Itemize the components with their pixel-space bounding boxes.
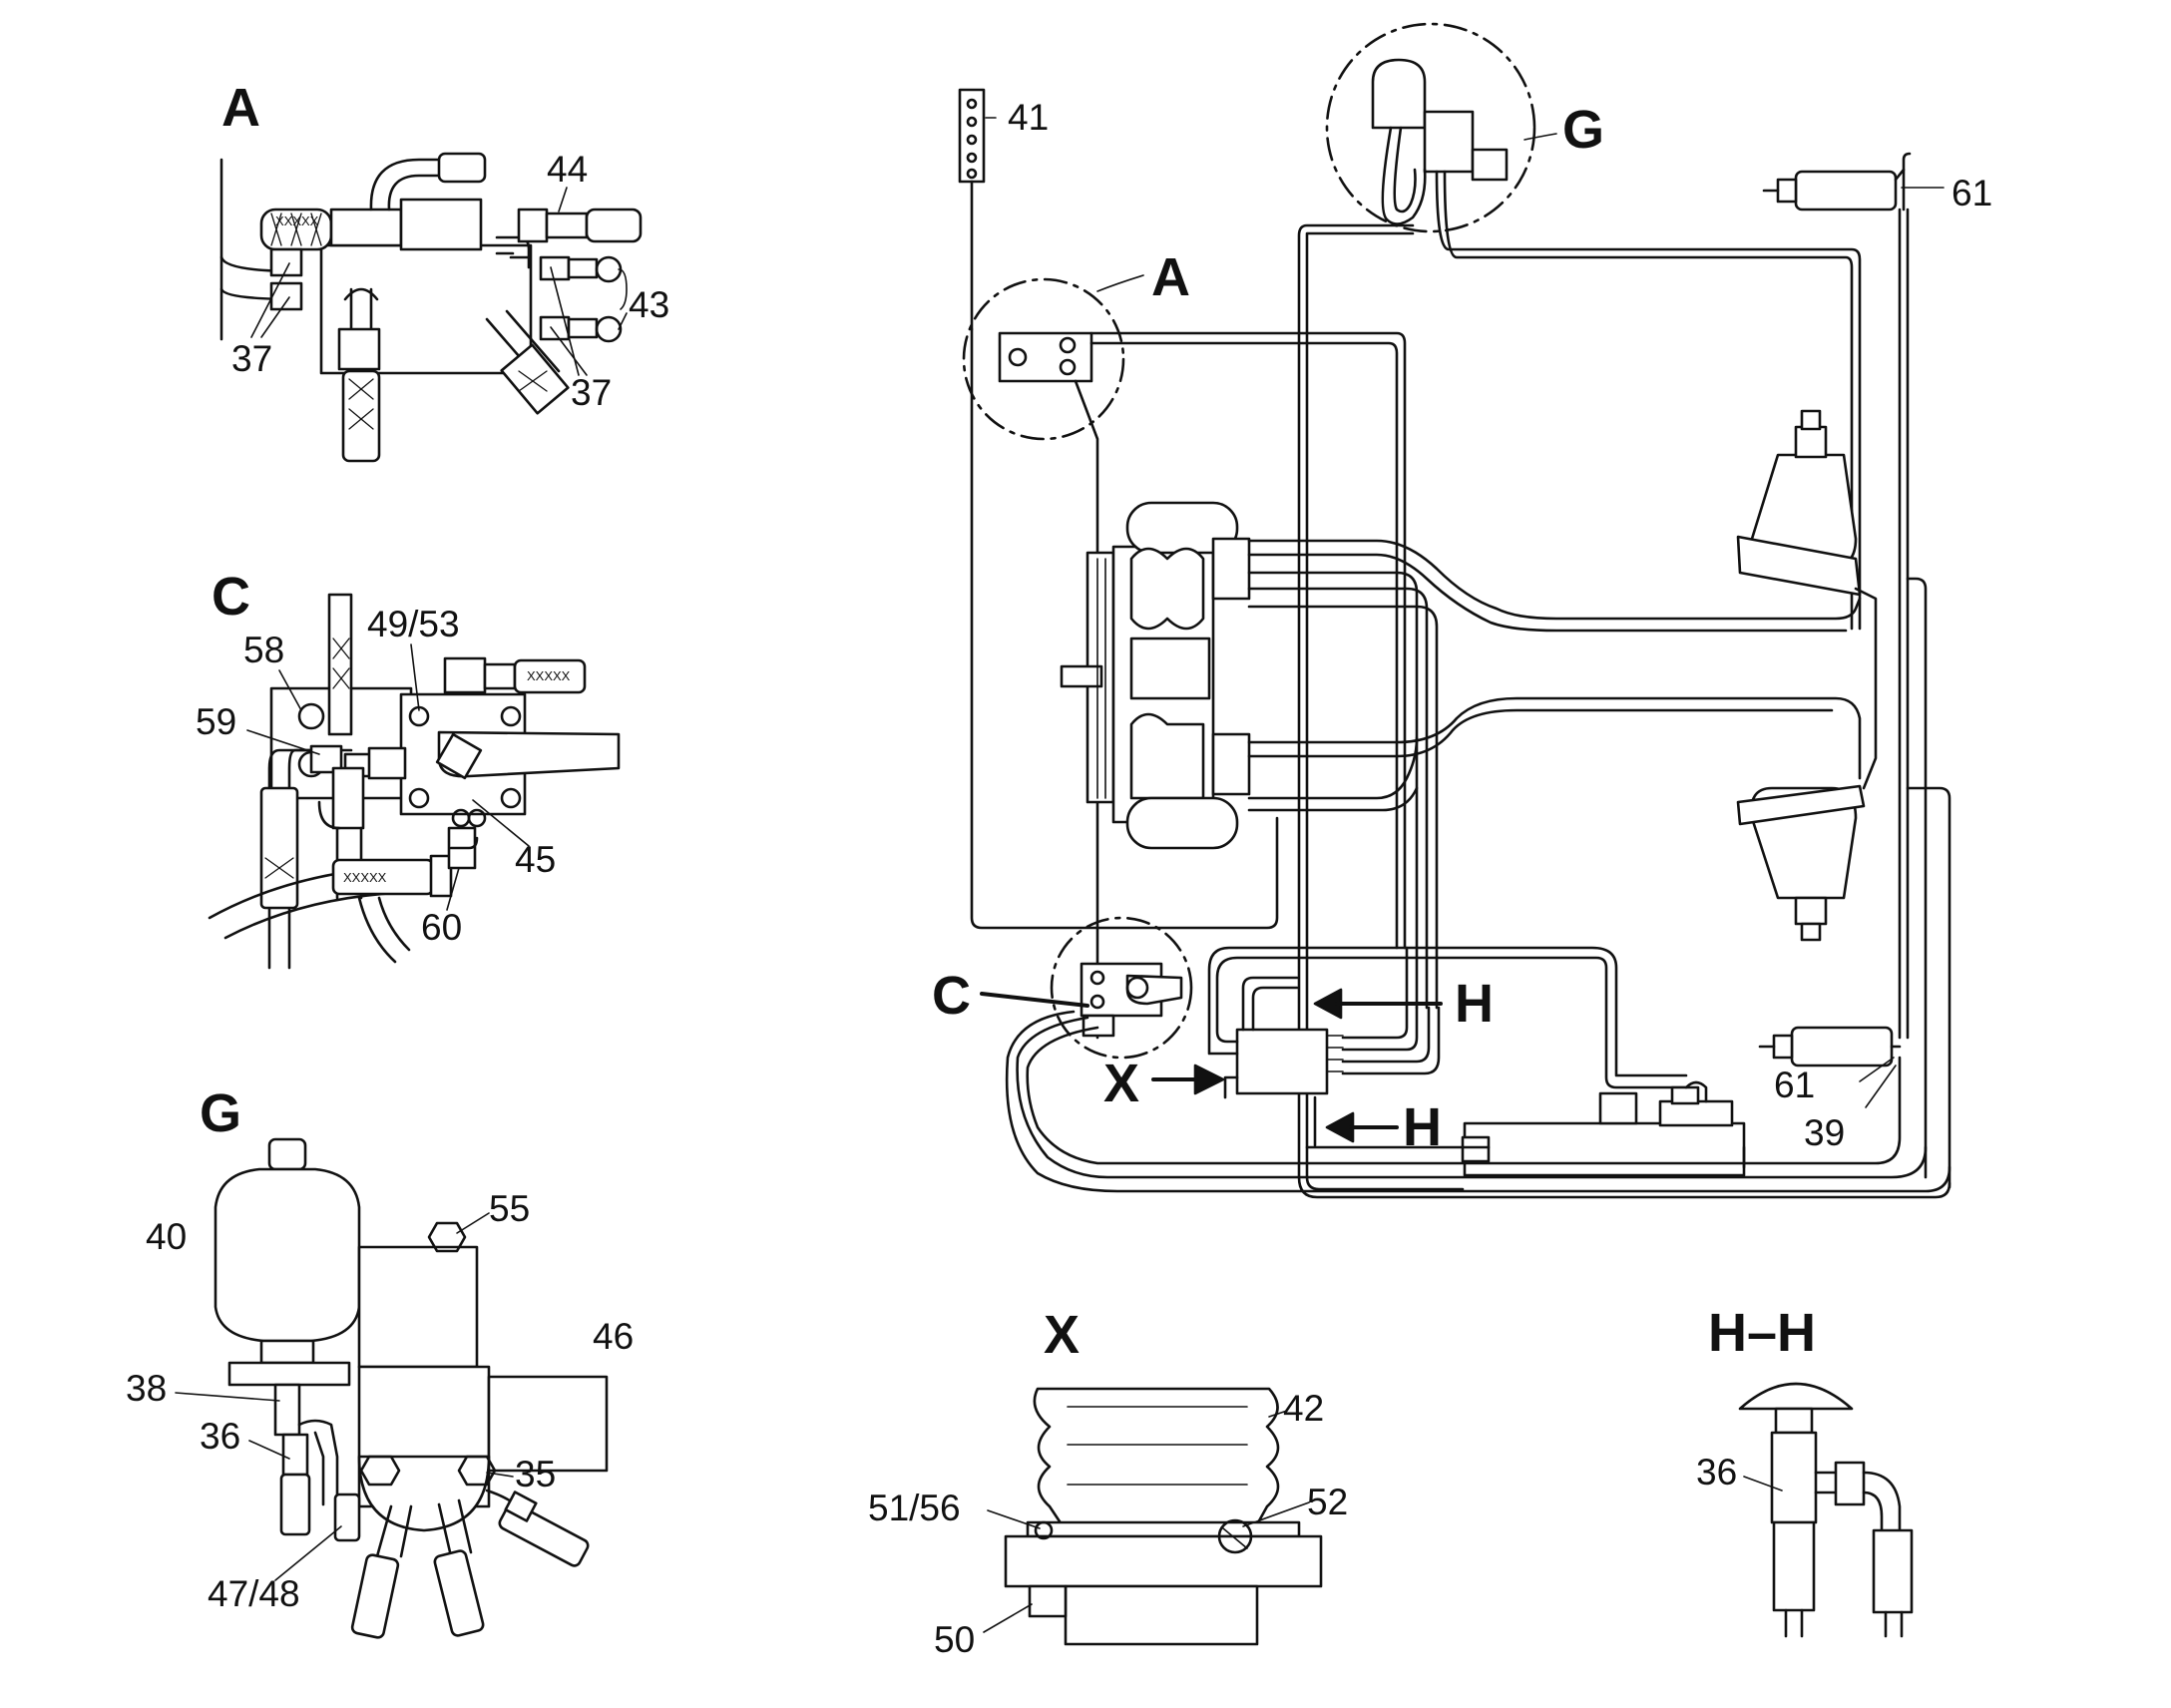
callout-g-46: 46 [593, 1316, 634, 1357]
detail-c-title: C [212, 567, 250, 627]
detail-x-title: X [1044, 1305, 1080, 1365]
callout-a-37-right: 37 [571, 372, 612, 413]
callout-g-47-48: 47/48 [208, 1573, 300, 1614]
detail-g-title: G [200, 1083, 241, 1143]
callout-g-40: 40 [146, 1216, 187, 1257]
detail-a-title: A [221, 78, 260, 138]
detail-hh-title: H–H [1708, 1303, 1816, 1363]
callout-x-52: 52 [1307, 1482, 1348, 1522]
callout-g-38: 38 [126, 1368, 167, 1409]
callout-a-37-left: 37 [231, 338, 272, 379]
tank [1463, 1121, 1746, 1177]
main-label-a: A [1151, 247, 1190, 307]
callout-a-44: 44 [547, 149, 588, 190]
main-schematic [958, 22, 1952, 1199]
callout-c-45: 45 [515, 839, 556, 880]
callout-hh-36: 36 [1696, 1452, 1737, 1493]
bellows-42 [1033, 1387, 1280, 1526]
callout-g-36: 36 [200, 1416, 240, 1457]
detail-h-h: H–H [1708, 1303, 1914, 1638]
detail-g: G [200, 1083, 609, 1639]
main-label-h2: H [1403, 1097, 1442, 1157]
callout-x-50: 50 [934, 1619, 975, 1660]
main-label-x: X [1103, 1054, 1139, 1113]
callout-c-58: 58 [243, 630, 284, 670]
callout-g-35: 35 [515, 1454, 556, 1494]
main-label-h1: H [1455, 974, 1494, 1034]
detail-a-marker [962, 277, 1125, 441]
detail-a: A XXXXX [219, 78, 643, 463]
accumulator-40 [214, 1167, 361, 1343]
callout-c-59: 59 [196, 701, 236, 742]
callout-g-55: 55 [489, 1188, 530, 1229]
callout-m-41: 41 [1008, 97, 1049, 138]
callout-x-51-56: 51/56 [868, 1488, 961, 1528]
callout-m-61-top: 61 [1952, 173, 1992, 214]
callout-m-61-bottom: 61 [1774, 1065, 1815, 1105]
detail-c-marker [1050, 916, 1193, 1060]
callout-a-43: 43 [629, 284, 669, 325]
callout-x-42: 42 [1283, 1388, 1324, 1429]
detail-g-marker [1325, 22, 1536, 233]
control-valve-block [1235, 1028, 1329, 1095]
hose-marking-c1: XXXXX [527, 668, 571, 683]
detail-c: C XXXXX XXXXX [208, 567, 621, 970]
hose-marking-c2: XXXXX [343, 870, 387, 885]
callout-m-39: 39 [1804, 1112, 1845, 1153]
main-label-g: G [1562, 100, 1604, 160]
cap [1738, 1382, 1854, 1411]
callout-c-49-53: 49/53 [367, 604, 460, 644]
hose-marking-a: XXXXX [275, 214, 319, 228]
callout-c-60: 60 [421, 907, 462, 948]
main-label-c: C [932, 966, 971, 1026]
detail-x: X [1004, 1305, 1323, 1646]
